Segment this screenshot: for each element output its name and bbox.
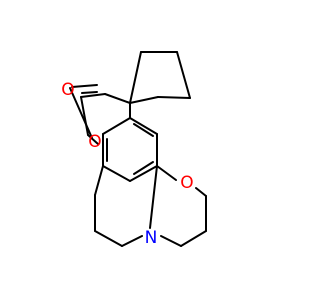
bond (160, 235, 182, 247)
bond (102, 165, 131, 182)
bond (94, 230, 123, 247)
bond (176, 51, 191, 99)
bond (156, 165, 177, 181)
molecule-structure: O O O N (61, 51, 207, 248)
atom-label-carbonyl-oxygen: O (61, 80, 74, 100)
bond (71, 84, 98, 88)
atom-label-nitrogen: N (145, 228, 158, 248)
bond (80, 93, 106, 98)
bond (81, 91, 98, 94)
bond (94, 165, 104, 196)
canvas: O O O N (61, 51, 207, 248)
bond (133, 161, 154, 175)
atom-label-ether-oxygen: O (180, 173, 193, 193)
bond (69, 87, 93, 139)
bond (121, 235, 143, 247)
atom-label-ring-oxygen: O (88, 132, 101, 152)
bond (87, 134, 99, 145)
bond-group (69, 51, 207, 247)
bond (129, 165, 158, 182)
bond (129, 51, 142, 104)
bond (180, 230, 207, 247)
bond (104, 93, 131, 104)
bond (133, 123, 154, 137)
bond (129, 96, 159, 104)
bond (102, 117, 131, 135)
atom-label-group: O O O N (61, 80, 193, 248)
bond (129, 117, 158, 135)
bond (149, 165, 158, 229)
bond (157, 96, 191, 99)
bond (195, 187, 207, 197)
